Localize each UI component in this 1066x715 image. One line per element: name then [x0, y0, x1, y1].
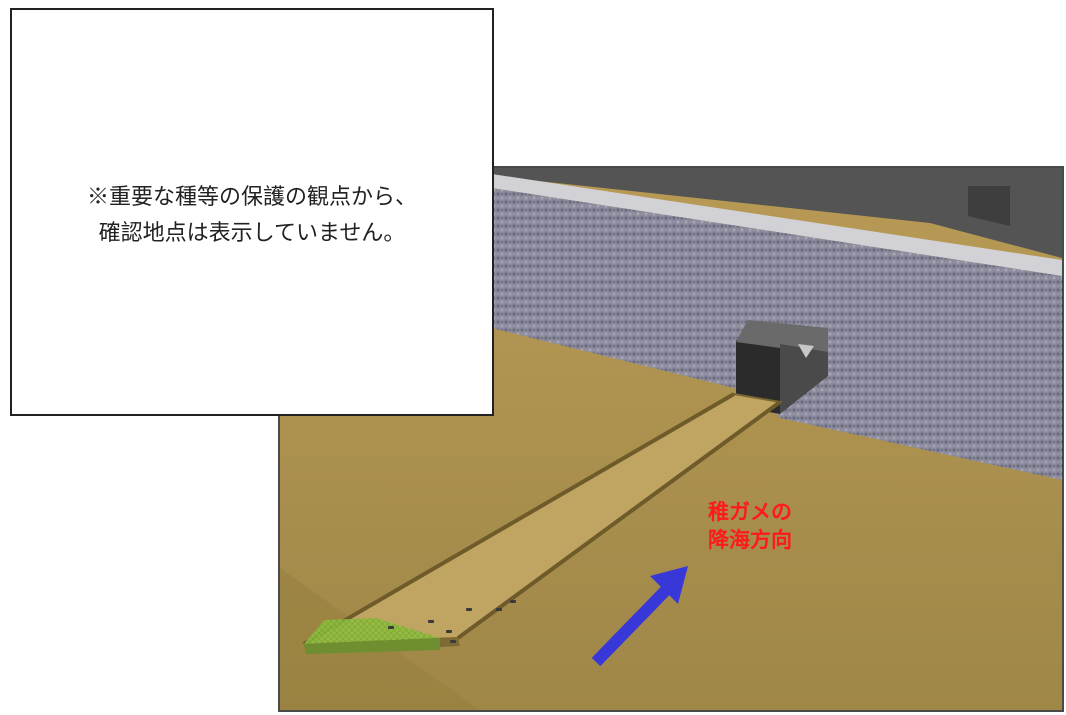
ramp-right-rail [456, 400, 782, 640]
hatchling-marker [428, 620, 434, 623]
culvert-glint [798, 344, 814, 358]
culvert-side [780, 344, 828, 414]
hatchling-markers [388, 600, 516, 643]
green-mesh-zone [304, 618, 440, 644]
hatchling-marker [388, 626, 394, 629]
direction-label-line-2: 降海方向 [708, 528, 792, 552]
arrow-up-right-icon [591, 566, 688, 667]
hatchling-marker [466, 608, 472, 611]
hatchling-marker [510, 600, 516, 603]
far-step-block [968, 186, 1010, 226]
hatchling-marker [446, 630, 452, 633]
direction-label-line-1: 稚ガメの [708, 500, 792, 524]
notice-line-2: 確認地点は表示していません。 [98, 221, 406, 246]
ramp-left-rail [302, 392, 736, 646]
notice-box: ※重要な種等の保護の観点から、 確認地点は表示していません。 [10, 8, 494, 416]
notice-line-1: ※重要な種等の保護の観点から、 [86, 185, 417, 210]
road-surface [492, 168, 1062, 258]
notice-text: ※重要な種等の保護の観点から、 確認地点は表示していません。 [87, 180, 417, 252]
wall-ledge [492, 174, 1062, 276]
green-mesh-edge [304, 638, 440, 654]
hatchling-marker [450, 640, 456, 643]
hatchling-marker [496, 608, 502, 611]
direction-label: 稚ガメの 降海方向 [708, 498, 792, 554]
culvert-top [736, 320, 828, 352]
